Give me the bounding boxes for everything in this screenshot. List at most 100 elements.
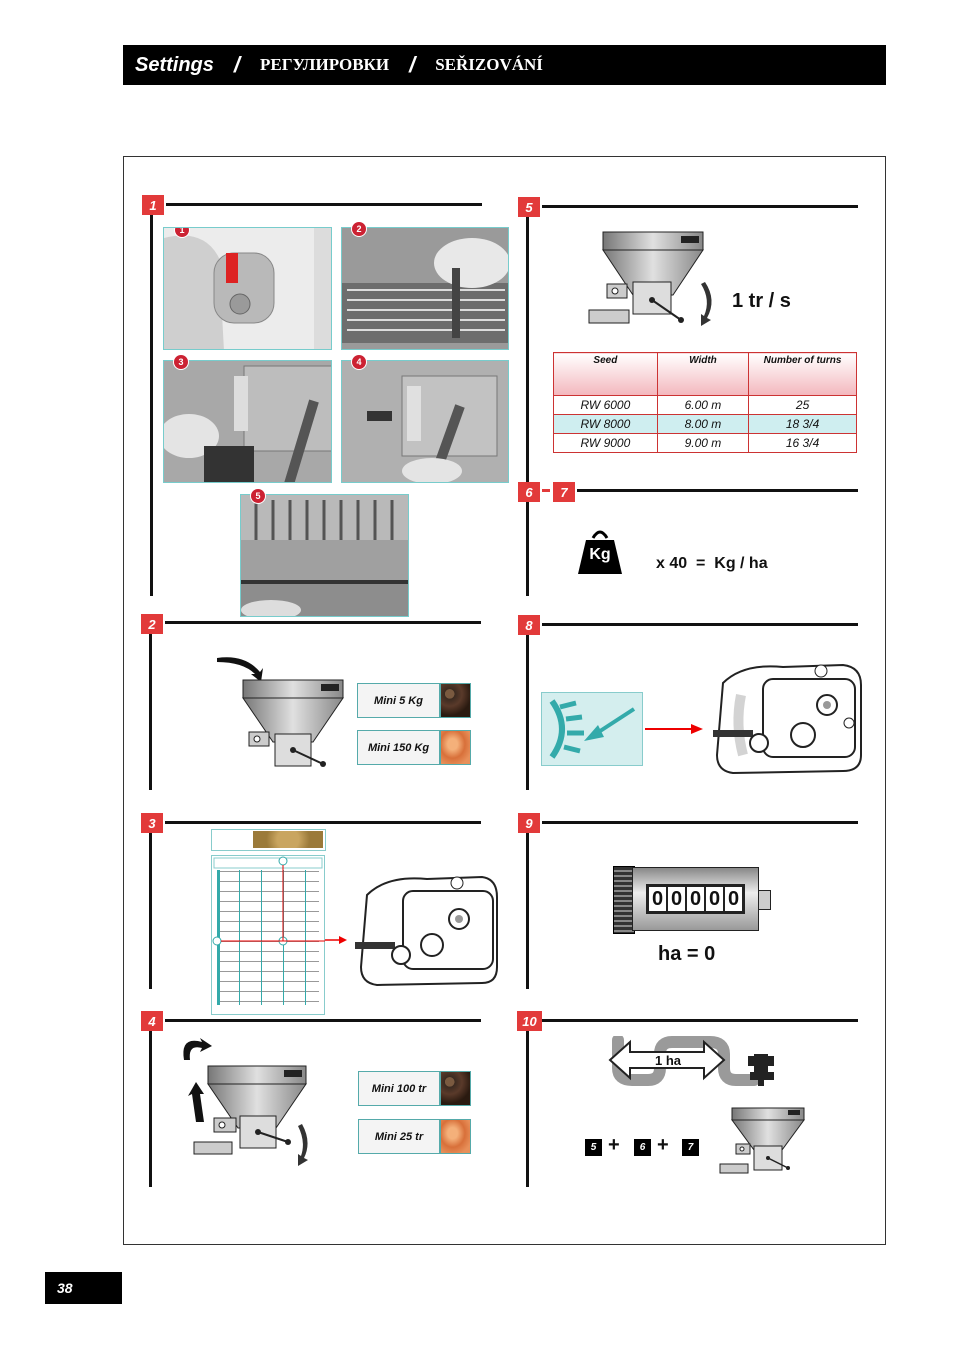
photo-4-illustration <box>342 361 508 482</box>
chart-card-header <box>211 829 326 851</box>
section-badge-10: 10 <box>517 1011 542 1031</box>
seed-image-small <box>253 831 323 848</box>
section-badge-9: 9 <box>518 813 540 833</box>
table-cell: RW 9000 <box>553 433 658 453</box>
table-cell: 18 3/4 <box>748 414 857 434</box>
counter-digit: 0 <box>706 887 723 911</box>
section-rule <box>526 1031 529 1187</box>
section-rule <box>526 217 529 596</box>
scale-detail-box <box>541 692 643 766</box>
page-header: Settings / РЕГУЛИРОВКИ / SEŘIZOVÁNÍ <box>123 45 886 85</box>
section-rule <box>149 833 152 989</box>
photo-1-illustration <box>164 228 331 349</box>
plus-sign: + <box>608 1134 620 1156</box>
table-row: RW 9000 9.00 m 16 3/4 <box>553 433 857 453</box>
table-row: RW 8000 8.00 m 18 3/4 <box>553 414 857 434</box>
photo-2 <box>341 227 509 350</box>
section-rule <box>165 821 481 824</box>
section-rule <box>542 205 858 208</box>
seed-image-large <box>440 730 471 765</box>
turns-table: Seed Width Number of turns RW 6000 6.00 … <box>553 352 857 453</box>
section-rule <box>150 215 153 596</box>
gearbox-illustration <box>713 663 862 775</box>
seed-image-large <box>440 1119 471 1154</box>
gearbox-illustration <box>355 875 498 987</box>
mini-25tr-label: Mini 25 tr <box>358 1119 440 1154</box>
rate-text: 1 tr / s <box>732 290 791 312</box>
field-path-diagram <box>608 1036 774 1086</box>
section-rule <box>542 1019 858 1022</box>
seeding-rate-chart <box>211 855 325 1015</box>
step-badge-6: 6 <box>634 1139 651 1156</box>
photo-3-illustration <box>164 361 331 482</box>
section-rule <box>149 634 152 790</box>
counter-digit: 0 <box>649 887 666 911</box>
section-badge-6: 6 <box>518 482 540 502</box>
photo-3 <box>163 360 332 483</box>
seed-image-small <box>440 683 471 718</box>
mini-100tr-label: Mini 100 tr <box>358 1071 440 1106</box>
hopper-diagram <box>217 657 344 767</box>
plus-sign: + <box>657 1134 669 1156</box>
section-rule <box>166 203 482 206</box>
section-rule <box>149 1031 152 1187</box>
section-rule <box>577 489 858 492</box>
mini-150kg-label: Mini 150 Kg <box>357 730 440 765</box>
section-rule <box>542 821 858 824</box>
table-header-row: Seed Width Number of turns <box>553 352 857 396</box>
content-frame <box>123 156 886 1245</box>
counter-digit: 0 <box>668 887 685 911</box>
photo-5 <box>240 494 409 617</box>
table-header: Width <box>656 352 750 396</box>
table-row: RW 6000 6.00 m 25 <box>553 395 857 415</box>
photo-number: 5 <box>250 488 266 504</box>
step-badge-5: 5 <box>585 1139 602 1156</box>
kg-per-ha-formula: x 40 = Kg / ha <box>656 555 768 572</box>
one-hectare-label: 1 ha <box>654 1053 681 1068</box>
kg-weight-icon <box>578 530 622 574</box>
section-rule <box>165 621 481 624</box>
counter-digit: 0 <box>687 887 704 911</box>
seed-image-small <box>440 1071 471 1106</box>
hopper-diagram <box>719 1107 805 1174</box>
table-header: Seed <box>553 352 658 396</box>
scale-pointer-illustration <box>549 699 636 759</box>
section-rule <box>526 635 529 790</box>
header-title-cz: SEŘIZOVÁNÍ <box>435 55 543 74</box>
header-title-ru: РЕГУЛИРОВКИ <box>260 55 390 74</box>
table-cell: RW 8000 <box>553 414 658 434</box>
section-badge-8: 8 <box>518 615 540 635</box>
hopper-diagram <box>588 231 712 326</box>
section-badge-1: 1 <box>142 195 164 215</box>
section-rule <box>542 623 858 626</box>
badge-dash <box>542 489 550 492</box>
section-rule <box>165 1019 481 1022</box>
section-rule <box>526 833 529 989</box>
table-cell: 8.00 m <box>656 414 750 434</box>
section-badge-2: 2 <box>141 614 163 634</box>
section-badge-7: 7 <box>553 482 575 502</box>
table-cell: RW 6000 <box>553 395 658 415</box>
section-badge-3: 3 <box>141 813 163 833</box>
counter-knob <box>758 890 771 910</box>
counter-digit: 0 <box>725 887 742 911</box>
photo-4 <box>341 360 509 483</box>
tractor-icon <box>748 1054 774 1086</box>
table-cell: 9.00 m <box>656 433 750 453</box>
photo-number: 4 <box>351 354 367 370</box>
photo-1: 1 <box>163 227 332 350</box>
table-cell: 6.00 m <box>656 395 750 415</box>
page-number: 38 <box>45 1272 122 1304</box>
header-separator: / <box>233 52 241 77</box>
header-title-en: Settings <box>135 53 214 76</box>
ha-zero-text: ha = 0 <box>658 943 716 965</box>
section-badge-4: 4 <box>141 1011 163 1031</box>
photo-2-illustration <box>342 228 508 349</box>
section-badge-5: 5 <box>518 197 540 217</box>
photo-5-illustration <box>241 495 408 616</box>
mini-5kg-label: Mini 5 Kg <box>357 683 440 718</box>
table-cell: 25 <box>748 395 857 415</box>
step-badge-7: 7 <box>682 1139 699 1156</box>
header-separator: / <box>409 52 416 77</box>
counter-display: 0 0 0 0 0 <box>646 884 745 914</box>
